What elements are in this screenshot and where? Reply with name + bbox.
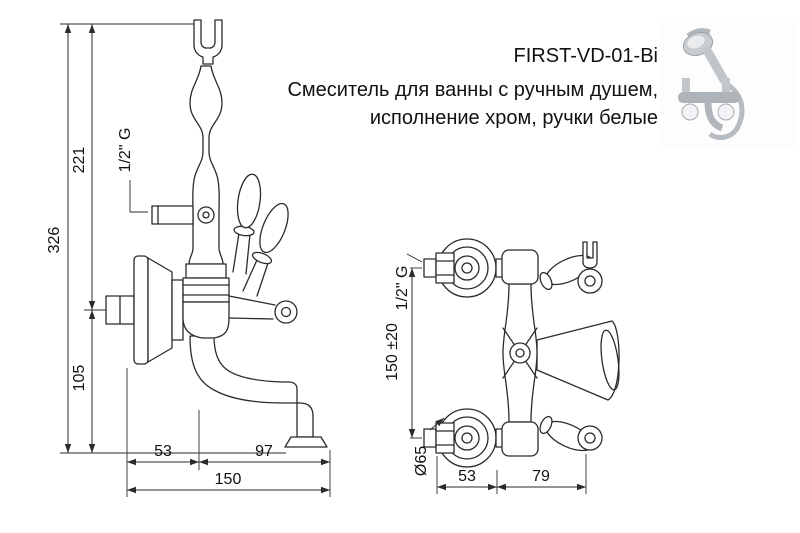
dim-front-right-label: 79 (532, 468, 550, 485)
body-main (182, 301, 230, 339)
flange-top-inner (454, 255, 480, 281)
front-spout-cone (536, 320, 620, 401)
photo-handset-handle (703, 47, 729, 85)
dim-wall-to-center-label: 53 (154, 443, 172, 460)
union-stub-top (423, 258, 437, 278)
inlet-screw (197, 206, 215, 224)
union-nut-bottom (435, 422, 455, 454)
front-thread-label: 1/2" G (394, 266, 411, 311)
photo-body (678, 92, 740, 103)
front-body-screw-center (515, 348, 525, 358)
spout (189, 335, 314, 438)
photo-spout (704, 101, 724, 132)
dim-total-depth-label: 150 (215, 471, 242, 488)
shower-inlet-pipe (151, 205, 194, 225)
photo-handle-left (681, 103, 699, 121)
spout-outlet (284, 436, 328, 448)
handle-rear (232, 173, 262, 275)
diverter-knob (274, 300, 298, 324)
front-thread-leader (406, 253, 423, 263)
front-body-screw (509, 342, 531, 364)
photo-wall-pipe-right (722, 78, 730, 92)
flange-top-center (461, 262, 473, 274)
front-handle-top-collar (539, 271, 553, 291)
front-hose-connector-center (584, 432, 596, 444)
shower-cradle-fork (193, 19, 223, 65)
dim-flange-diameter-label: Ø65 (413, 446, 430, 476)
model-name: FIRST-VD-01-Bi (514, 45, 658, 67)
header-block: FIRST-VD-01-Bi Смеситель для ванны с руч… (287, 45, 658, 129)
front-shower-fork (582, 241, 598, 269)
body-hex-nut (182, 277, 230, 303)
front-shower-pivot-top (577, 268, 603, 294)
front-view-dimensions: 1/2" G 150 ±20 Ø65 53 79 (384, 253, 587, 494)
inlet-screw-center (202, 211, 210, 219)
wall-disc (133, 255, 149, 365)
photo-holder (686, 28, 711, 39)
front-flange-top (423, 238, 497, 298)
handle-front-neck (242, 259, 269, 297)
description-line-2: исполнение хром, ручки белые (370, 107, 658, 129)
union-nut-top (435, 252, 455, 284)
front-view: 1/2" G 150 ±20 Ø65 53 79 (384, 238, 620, 494)
diverter-knob-center (280, 306, 292, 318)
front-spout-rim (600, 329, 620, 391)
side-view: 326 221 105 1/2" G 53 97 150 (46, 19, 331, 497)
side-thread-leader (129, 180, 148, 213)
front-shower-pivot-top-center (584, 275, 596, 287)
photo-handset-face (687, 35, 705, 49)
front-body-boss-bottom (501, 421, 539, 457)
front-handle-bottom-collar (539, 415, 553, 435)
union-stub-bottom (423, 428, 437, 448)
product-photo (660, 18, 795, 148)
photo-handle-right (717, 103, 735, 121)
dim-center-to-spout-label: 97 (255, 443, 273, 460)
flange-diameter-leader (429, 417, 445, 431)
column (188, 65, 224, 265)
dim-upper-height-label: 221 (71, 147, 88, 174)
handle-front-grip (259, 202, 289, 254)
front-flange-bottom (423, 408, 497, 468)
dim-front-left-label: 53 (458, 468, 476, 485)
flange-bottom-center (461, 432, 473, 444)
side-thread-label: 1/2" G (117, 128, 134, 173)
dim-total-height-label: 326 (46, 227, 63, 254)
flange-bottom-inner (454, 425, 480, 451)
handle-rear-neck (232, 232, 251, 275)
flange-neck (171, 279, 184, 341)
front-hose-connector (577, 425, 603, 451)
body-collar (185, 263, 227, 279)
dim-centers-label: 150 ±20 (384, 323, 401, 381)
diverter-pipe (228, 295, 276, 320)
dim-lower-height-label: 105 (71, 365, 88, 392)
side-view-dimensions: 326 221 105 1/2" G 53 97 150 (46, 23, 331, 497)
description-line-1: Смеситель для ванны с ручным душем, (287, 79, 658, 101)
front-body-boss-top (501, 249, 539, 285)
flange-bell (147, 257, 173, 363)
handle-rear-grip (236, 173, 262, 229)
handle-front (242, 202, 289, 297)
handle-front-collar (251, 251, 273, 265)
photo-wall-pipe-left (682, 78, 690, 92)
